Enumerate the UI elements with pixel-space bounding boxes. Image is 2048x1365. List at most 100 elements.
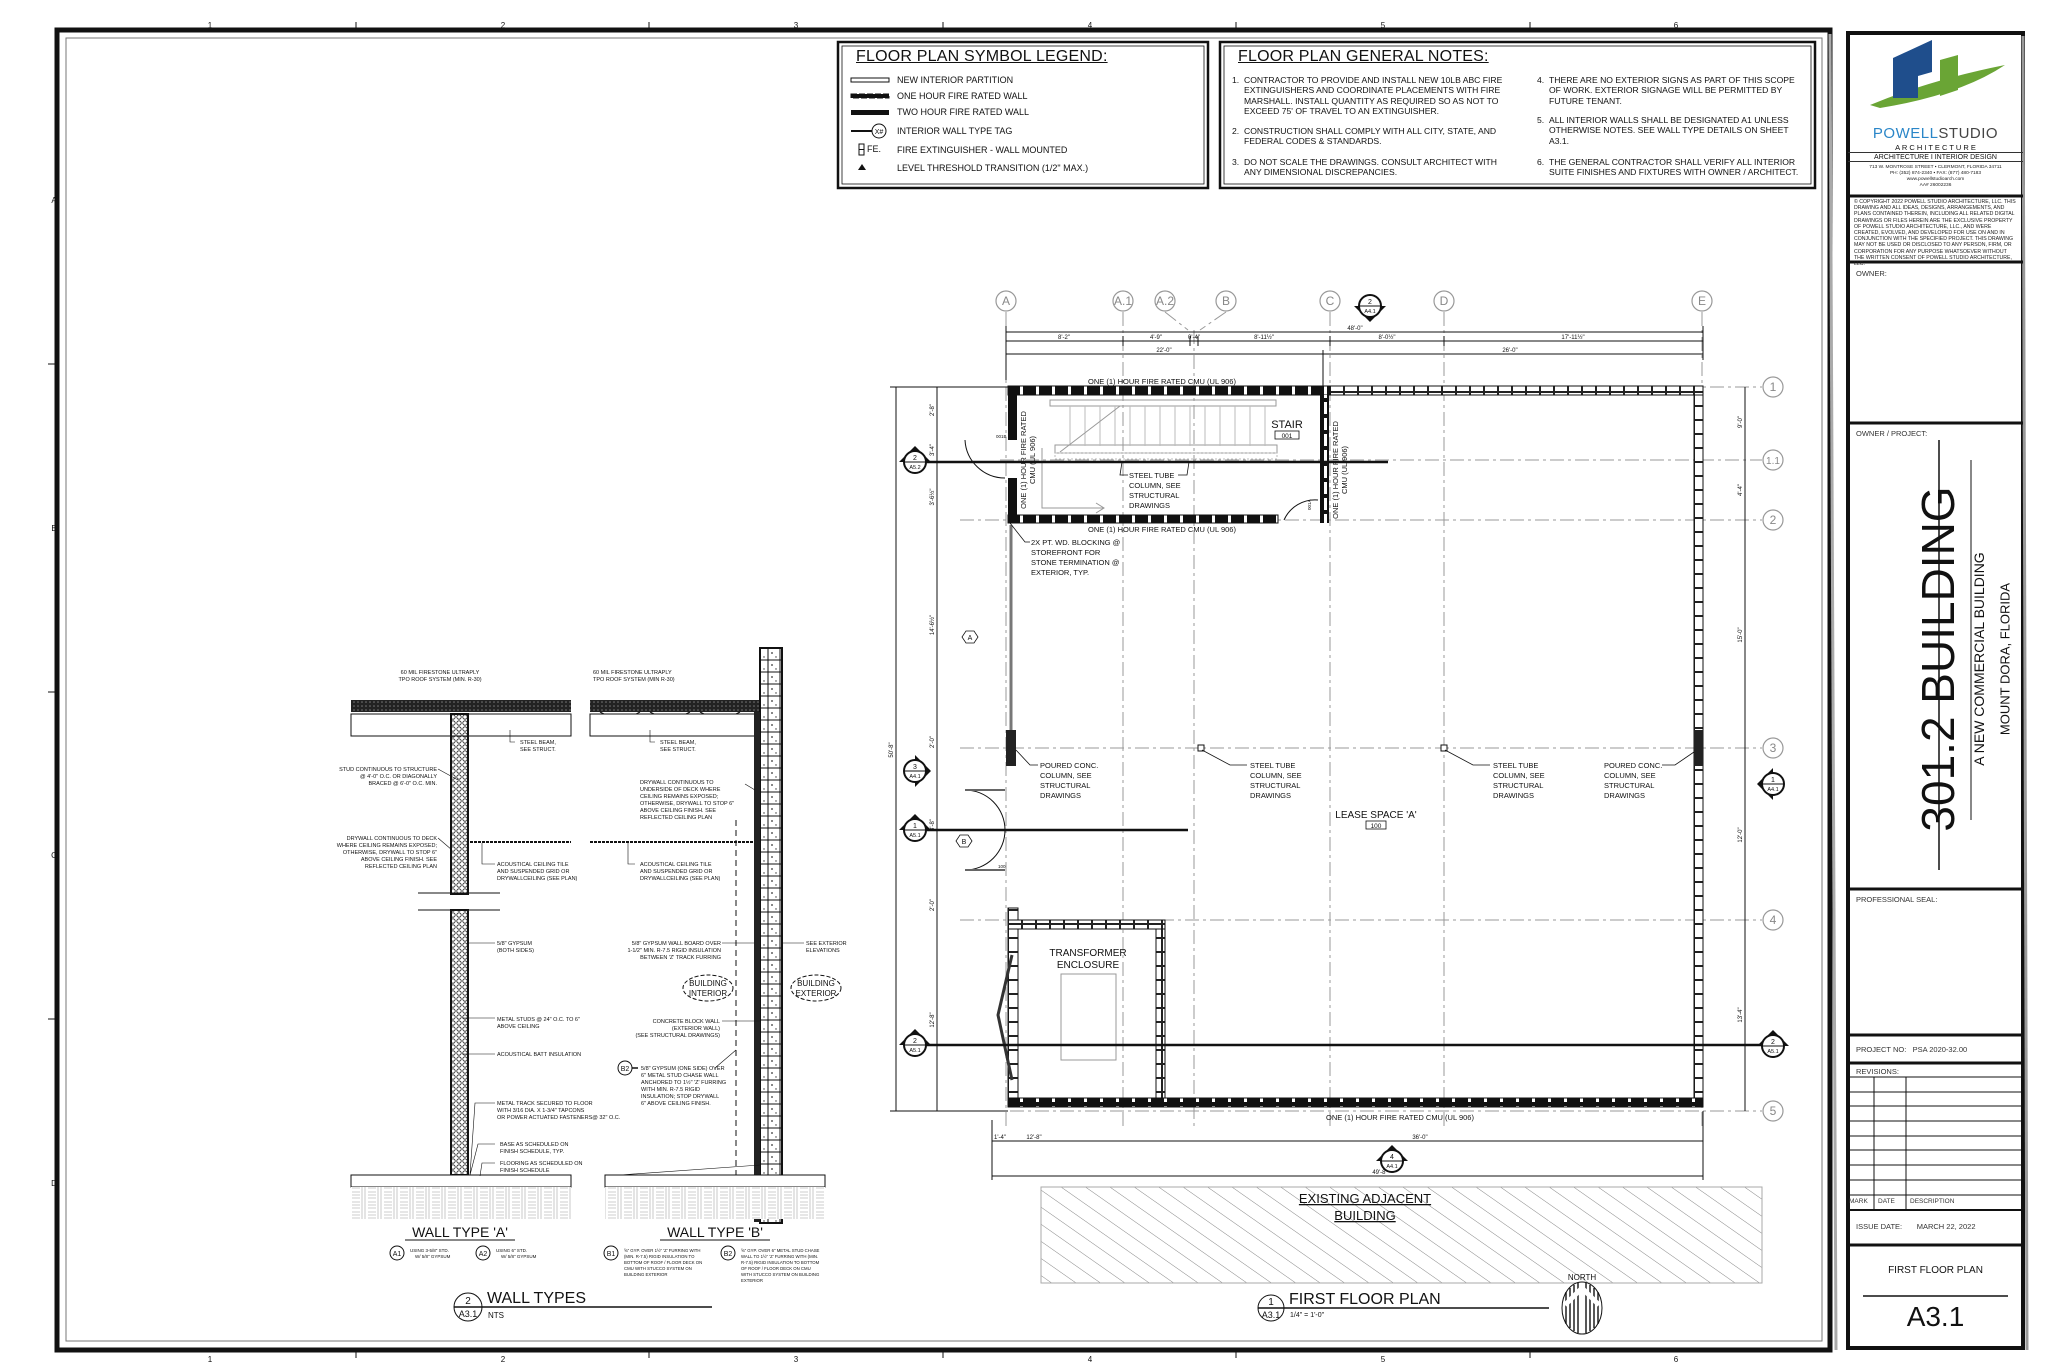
general-note: 5. ALL INTERIOR WALLS SHALL BE DESIGNATE…	[1537, 115, 1789, 146]
svg-text:1'-4": 1'-4"	[994, 1135, 1006, 1141]
fire-wall-label: ONE (1) HOUR FIRE RATED CMU (UL 906)	[1088, 525, 1236, 534]
svg-text:REFLECTED CEILING PLAN: REFLECTED CEILING PLAN	[640, 815, 712, 821]
steel-tube-column	[1197, 744, 1205, 752]
svg-text:STEEL BEAM,: STEEL BEAM,	[660, 740, 696, 746]
svg-text:B2: B2	[724, 1251, 733, 1258]
border-row-label: C	[51, 851, 57, 860]
firm-services: ARCHITECTURE I INTERIOR DESIGN	[1848, 154, 2023, 162]
notes-box-frame	[1218, 40, 1817, 190]
svg-text:WHERE CEILING REMAINS EXPOSED;: WHERE CEILING REMAINS EXPOSED;	[337, 843, 438, 849]
svg-text:2'-0": 2'-0"	[930, 736, 936, 748]
door-tag: 001B	[996, 434, 1007, 439]
svg-text:60 MIL FIRESTONE ULTRAPLY: 60 MIL FIRESTONE ULTRAPLY	[401, 670, 480, 676]
wall-types-title-block: 2 A3.1 WALL TYPES NTS	[453, 1290, 712, 1322]
steel-tube-column	[1440, 744, 1448, 752]
wall-tag-a1: A1 USING 3-5/8" STD. W/ 5/8" GYPSUM	[389, 1245, 451, 1261]
svg-text:ACOUSTICAL CEILING TILE: ACOUSTICAL CEILING TILE	[497, 862, 569, 868]
room-name-stair: STAIR	[1271, 419, 1303, 431]
svg-text:STRUCTURAL: STRUCTURAL	[1493, 781, 1543, 790]
svg-text:STEEL TUBE: STEEL TUBE	[1129, 471, 1174, 480]
legend-title: FLOOR PLAN SYMBOL LEGEND:	[856, 48, 1108, 65]
svg-text:INTERIOR: INTERIOR	[689, 989, 727, 998]
section-marker: 2 A4.1	[1354, 294, 1386, 322]
svg-text:15'-0": 15'-0"	[1738, 627, 1744, 642]
svg-text:50'-8": 50'-8"	[889, 742, 895, 757]
grid-row-label: 5	[1770, 1104, 1777, 1118]
svg-text:BRACED @ 6'-0" O.C. MIN.: BRACED @ 6'-0" O.C. MIN.	[369, 781, 438, 787]
svg-text:COLUMN, SEE: COLUMN, SEE	[1493, 771, 1545, 780]
threshold-symbol	[858, 164, 866, 170]
svg-text:STRUCTURAL: STRUCTURAL	[1040, 781, 1090, 790]
poured-concrete-column	[1006, 730, 1016, 766]
title-block: POWELLSTUDIO A R C H I T E C T U R E ARC…	[1848, 33, 2023, 1348]
wall-type-b-detail: 60 MIL FIRESTONE ULTRAPLY TPO ROOF SYSTE…	[589, 647, 847, 1283]
project-location: MOUNT DORA, FLORIDA	[1997, 582, 2013, 736]
svg-text:CEILING REMAINS EXPOSED;: CEILING REMAINS EXPOSED;	[640, 794, 719, 800]
svg-text:6" ABOVE CEILING FINISH.: 6" ABOVE CEILING FINISH.	[641, 1101, 711, 1107]
svg-text:2: 2	[913, 1038, 917, 1045]
legend-item: LEVEL THRESHOLD TRANSITION (1/2" MAX.)	[897, 163, 1089, 173]
firm-license: AA# 26002236	[1919, 183, 1952, 188]
border-column-label: 2	[501, 1355, 506, 1364]
project-number: PSA 2020-32.00	[1912, 1045, 1968, 1054]
svg-text:W/ 5/8" GYPSUM: W/ 5/8" GYPSUM	[501, 1254, 537, 1259]
svg-text:0'-4": 0'-4"	[1188, 335, 1200, 341]
svg-text:SEE STRUCT.: SEE STRUCT.	[660, 747, 696, 753]
room-name-transformer: TRANSFORMER	[1049, 948, 1126, 959]
legend-item: ONE HOUR FIRE RATED WALL	[897, 91, 1028, 101]
dimension-lines	[890, 326, 1746, 1180]
general-note: 3. DO NOT SCALE THE DRAWINGS. CONSULT AR…	[1232, 157, 1497, 178]
svg-text:8'-2": 8'-2"	[1058, 335, 1070, 341]
steel-tube-note: STEEL TUBE COLUMN, SEE STRUCTURAL DRAWIN…	[1201, 749, 1302, 800]
grid-row-label: 1.1	[1766, 456, 1780, 467]
fire-wall-label: ONE (1) HOUR FIRE RATED CMU (UL 906)	[1326, 1113, 1474, 1122]
svg-text:A4.1: A4.1	[909, 774, 920, 780]
svg-text:BOTTOM OF ROOF / FLOOR DECK ON: BOTTOM OF ROOF / FLOOR DECK ON	[624, 1260, 702, 1265]
svg-text:1: 1	[1771, 777, 1775, 784]
grid-column-label: B	[1222, 294, 1230, 308]
svg-text:48'-0": 48'-0"	[1347, 326, 1362, 332]
existing-adjacent-building	[1040, 1186, 1763, 1284]
svg-text:DRYWALL CONTINUOUS TO: DRYWALL CONTINUOUS TO	[640, 780, 714, 786]
fire-wall-label: CMU (UL 906)	[1028, 435, 1037, 484]
steel-tube-note: STEEL TUBE COLUMN, SEE STRUCTURAL DRAWIN…	[1119, 461, 1190, 510]
firm-website[interactable]: www.powellstudioarch.com	[1906, 177, 1965, 182]
svg-text:SEE EXTERIOR: SEE EXTERIOR	[806, 941, 847, 947]
svg-text:DRAWINGS: DRAWINGS	[1604, 791, 1645, 800]
new-partition-symbol	[850, 77, 890, 83]
section-marker: 1 A4.1	[1757, 768, 1785, 800]
revision-column-description: DESCRIPTION	[1910, 1198, 1955, 1205]
legend-item: INTERIOR WALL TYPE TAG	[897, 126, 1013, 136]
sheet-border: 1 2 3 4 5 6 1 2 3 4 5 6 A B C D	[48, 21, 1838, 1364]
svg-text:4: 4	[1390, 1154, 1394, 1161]
north-arrow-icon: NORTH	[1561, 1273, 1603, 1335]
svg-text:9'-0": 9'-0"	[1738, 416, 1744, 428]
svg-text:COLUMN, SEE: COLUMN, SEE	[1129, 481, 1181, 490]
svg-text:A4.1: A4.1	[1767, 787, 1778, 793]
existing-building-label: BUILDING	[1334, 1208, 1395, 1223]
svg-text:COLUMN, SEE: COLUMN, SEE	[1604, 771, 1656, 780]
svg-text:COLUMN, SEE: COLUMN, SEE	[1250, 771, 1302, 780]
svg-text:A2: A2	[479, 1251, 488, 1258]
svg-text:WITH MIN. R-7.5 RIGID: WITH MIN. R-7.5 RIGID	[641, 1087, 700, 1093]
svg-text:OR POWER ACTUATED FASTENERS@ 3: OR POWER ACTUATED FASTENERS@ 32" O.C.	[497, 1115, 621, 1121]
floor-plan-labels: ONE (1) HOUR FIRE RATED CMU (UL 906) ONE…	[955, 377, 1695, 1223]
border-column-label: 6	[1674, 1355, 1679, 1364]
revisions-label: REVISIONS:	[1856, 1067, 1899, 1076]
svg-text:A5.2: A5.2	[909, 465, 920, 471]
drawing-scale: NTS	[488, 1311, 504, 1320]
svg-text:FE.: FE.	[867, 144, 881, 154]
legend-item: TWO HOUR FIRE RATED WALL	[897, 107, 1030, 117]
steel-tube-note: STEEL TUBE COLUMN, SEE STRUCTURAL DRAWIN…	[1444, 749, 1545, 800]
project-subtitle: A NEW COMMERCIAL BUILDING	[1971, 552, 1987, 766]
border-column-label: 3	[794, 1355, 799, 1364]
svg-text:4'-4": 4'-4"	[1738, 484, 1744, 496]
svg-text:ANCHORED TO 1½" 'Z' FURRING: ANCHORED TO 1½" 'Z' FURRING	[641, 1079, 726, 1086]
svg-text:(EXTERIOR WALL): (EXTERIOR WALL)	[672, 1026, 720, 1032]
svg-text:ABOVE CEILING FINISH. SEE: ABOVE CEILING FINISH. SEE	[361, 857, 437, 863]
grid-column-label: A.2	[1156, 294, 1174, 308]
wall-type-a-detail: 60 MIL FIRESTONE ULTRAPLY TPO ROOF SYSTE…	[337, 670, 621, 1261]
dimension-text: 48'-0" 8'-2" 4'-9" 0'-4" 8'-11½" 8'-0½" …	[889, 326, 1744, 1176]
